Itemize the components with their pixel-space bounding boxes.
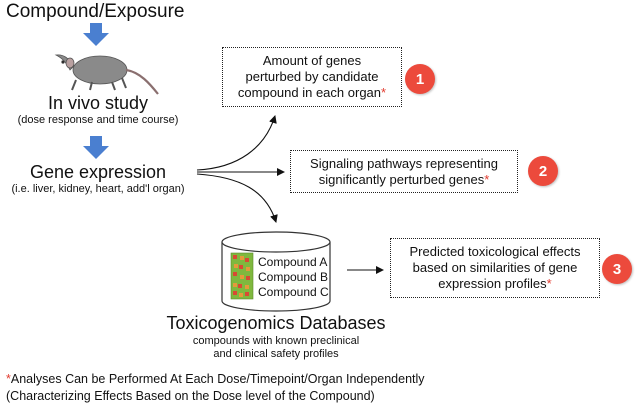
asterisk: *: [484, 171, 490, 187]
box1-line2: perturbed by candidate: [245, 69, 379, 84]
compound-item: Compound B: [258, 270, 329, 284]
box2-line1: Signaling pathways representing: [310, 155, 498, 171]
box3-line3: expression profiles: [438, 276, 547, 291]
microarray-chip-icon: [230, 252, 254, 300]
arrow-to-database: [196, 173, 278, 223]
in-vivo-title: In vivo study: [47, 93, 149, 113]
compound-item: Compound A: [258, 255, 328, 269]
compound-list: Compound A Compound B Compound C: [258, 255, 329, 300]
database-subtitle-2: and clinical safety profiles: [213, 348, 339, 360]
in-vivo-subtitle: (dose response and time course): [17, 114, 179, 126]
down-arrow-icon: [83, 23, 109, 46]
arrow-to-box1: [196, 115, 277, 171]
in-vivo-section: In vivo study (dose response and time co…: [0, 93, 196, 127]
database-subtitle-1: compounds with known preclinical: [192, 335, 360, 347]
badge-1: 1: [405, 64, 435, 94]
result-box-3: Predicted toxicological effects based on…: [390, 238, 600, 298]
gene-expression-section: Gene expression (i.e. liver, kidney, hea…: [0, 162, 196, 196]
badge-3: 3: [602, 254, 632, 284]
footnote-line1: Analyses Can be Performed At Each Dose/T…: [10, 372, 425, 386]
rat-icon: [54, 54, 159, 95]
database-section: Toxicogenomics Databases compounds with …: [156, 313, 396, 361]
gene-expression-subtitle: (i.e. liver, kidney, heart, add'l organ): [11, 183, 185, 195]
box2-line2: significantly perturbed genes: [318, 171, 485, 187]
box1-line3: compound in each organ: [237, 85, 382, 100]
box3-line1: Predicted toxicological effects: [409, 244, 581, 259]
footnote: *Analyses Can be Performed At Each Dose/…: [6, 371, 425, 405]
database-title: Toxicogenomics Databases: [166, 313, 386, 333]
result-box-2: Signaling pathways representing signific…: [290, 150, 518, 193]
box1-line1: Amount of genes: [262, 53, 362, 68]
footnote-line2: (Characterizing Effects Based on the Dos…: [6, 389, 375, 403]
compound-exposure-label: Compound/Exposure: [6, 1, 185, 22]
asterisk: *: [381, 85, 387, 100]
asterisk: *: [6, 372, 11, 386]
compound-item: Compound C: [258, 285, 329, 299]
down-arrow-icon: [83, 136, 109, 159]
result-box-1: Amount of genes perturbed by candidate c…: [222, 47, 402, 107]
box3-line2: based on similarities of gene: [412, 260, 578, 275]
gene-expression-title: Gene expression: [29, 162, 167, 182]
badge-2: 2: [528, 156, 558, 186]
asterisk: *: [546, 276, 552, 291]
